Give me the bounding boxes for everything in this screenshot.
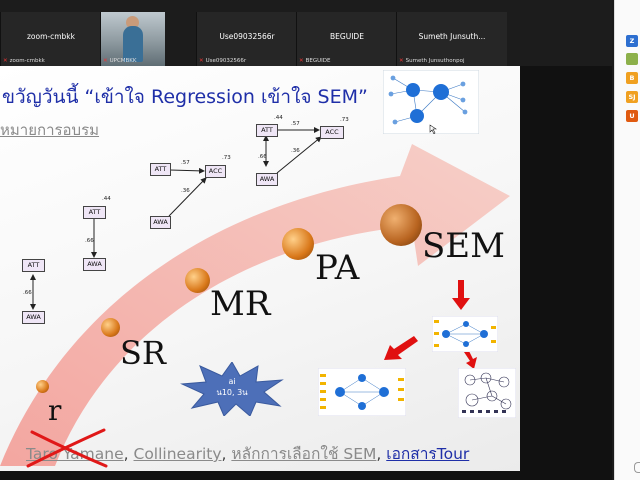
sem-diagram-thumb-2 <box>318 368 406 416</box>
node-acc: ACC <box>320 126 344 139</box>
participant-tile[interactable]: Sumeth Junsuth... ✕Sumeth Junsuthonpoj <box>396 12 507 66</box>
participant-strip: zoom-cmbkk ✕zoom-cmbkk ✕UPCMBKK Use09032… <box>0 0 612 66</box>
stage-ball-sem <box>380 204 422 246</box>
participant-avatar[interactable]: Z <box>626 35 638 47</box>
participant-name: zoom-cmbkk <box>26 32 75 41</box>
node-awa: AWA <box>256 173 278 186</box>
participant-label: ✕UPCMBKK <box>103 58 137 64</box>
node-att: ATT <box>150 163 171 176</box>
stage-ball-mr <box>185 268 210 293</box>
scroll-handle-icon[interactable] <box>634 462 640 473</box>
participants-sidebar: Z B SJ U <box>614 0 640 480</box>
participant-body <box>123 26 143 62</box>
stage-label-mr: MR <box>210 284 271 324</box>
participant-label: ✕BEGUIDE <box>299 58 331 64</box>
stage-label-sr: SR <box>120 334 167 372</box>
participant-tile[interactable]: Use09032566r ✕Use09032566r <box>196 12 297 66</box>
participant-video-tile[interactable]: ✕UPCMBKK <box>100 12 165 66</box>
slide-links: Taro Yamane, Collinearity, หลักการเลือกใ… <box>26 445 470 463</box>
participant-avatar[interactable]: SJ <box>626 91 638 103</box>
coef-label: .57 <box>181 160 190 166</box>
red-arrows <box>384 280 477 369</box>
sem-diagram-thumb-3 <box>458 368 516 418</box>
mic-muted-icon: ✕ <box>3 58 8 64</box>
stage-ball-sr <box>101 318 120 337</box>
coef-label: .36 <box>181 188 190 194</box>
coef-label: .44 <box>274 115 283 121</box>
coef-label: .66 <box>258 154 267 160</box>
stage-label-sem: SEM <box>422 226 505 266</box>
stage-label-pa: PA <box>315 248 360 288</box>
participant-face <box>126 16 139 29</box>
coef-label: .66 <box>85 238 94 244</box>
node-acc: ACC <box>205 165 226 178</box>
coef-label: .73 <box>222 155 231 161</box>
participant-avatar[interactable]: U <box>626 110 638 122</box>
node-awa: AWA <box>22 311 45 324</box>
node-awa: AWA <box>83 258 106 271</box>
coef-label: .44 <box>102 196 111 202</box>
participant-label: ✕zoom-cmbkk <box>3 58 45 64</box>
stage-label-r: r <box>48 394 62 427</box>
mic-muted-icon: ✕ <box>103 58 108 64</box>
node-awa: AWA <box>150 216 171 229</box>
path-diagram-lines <box>30 127 322 310</box>
node-att: ATT <box>22 259 45 272</box>
participant-tile[interactable]: zoom-cmbkk ✕zoom-cmbkk <box>0 12 101 66</box>
mic-muted-icon: ✕ <box>399 58 404 64</box>
participant-label: ✕Use09032566r <box>199 58 247 64</box>
participant-name: Use09032566r <box>219 32 275 41</box>
participant-name: BEGUIDE <box>330 32 364 41</box>
participant-tile[interactable]: BEGUIDE ✕BEGUIDE <box>296 12 397 66</box>
stage-ball-r <box>36 380 49 393</box>
participant-label: ✕Sumeth Junsuthonpoj <box>399 58 465 64</box>
participant-name: Sumeth Junsuth... <box>418 32 486 41</box>
node-att: ATT <box>83 206 106 219</box>
bottom-bar <box>0 471 612 480</box>
slide-title: ขวัญวันนี้ “เข้าใจ Regression เข้าใจ SEM… <box>2 86 368 108</box>
coef-label: .66 <box>23 290 32 296</box>
coef-label: .36 <box>291 148 300 154</box>
coef-label: .73 <box>340 117 349 123</box>
link-collinearity[interactable]: Collinearity <box>133 445 222 463</box>
sem-model-thumbnail <box>383 70 479 134</box>
badge-text: ai น10, 3น <box>216 377 248 397</box>
starburst-badge <box>180 362 284 416</box>
link-tour-document[interactable]: เอกสารTour <box>386 445 470 463</box>
shared-slide: ขวัญวันนี้ “เข้าใจ Regression เข้าใจ SEM… <box>0 66 520 471</box>
mic-muted-icon: ✕ <box>199 58 204 64</box>
strikeout-x-icon <box>26 428 108 468</box>
mouse-cursor-icon <box>429 124 437 134</box>
slide-subtitle: หมายการอบรม <box>0 121 100 139</box>
participant-avatar[interactable]: B <box>626 72 638 84</box>
sem-diagram-thumb-1 <box>432 316 498 352</box>
link-sem-principles[interactable]: หลักการเลือกใช้ SEM <box>231 445 377 463</box>
stage-ball-pa <box>282 228 314 260</box>
mic-muted-icon: ✕ <box>299 58 304 64</box>
node-att: ATT <box>256 124 278 137</box>
coef-label: .57 <box>291 121 300 127</box>
slide-letterbox <box>520 66 612 471</box>
participant-avatar[interactable] <box>626 53 638 65</box>
